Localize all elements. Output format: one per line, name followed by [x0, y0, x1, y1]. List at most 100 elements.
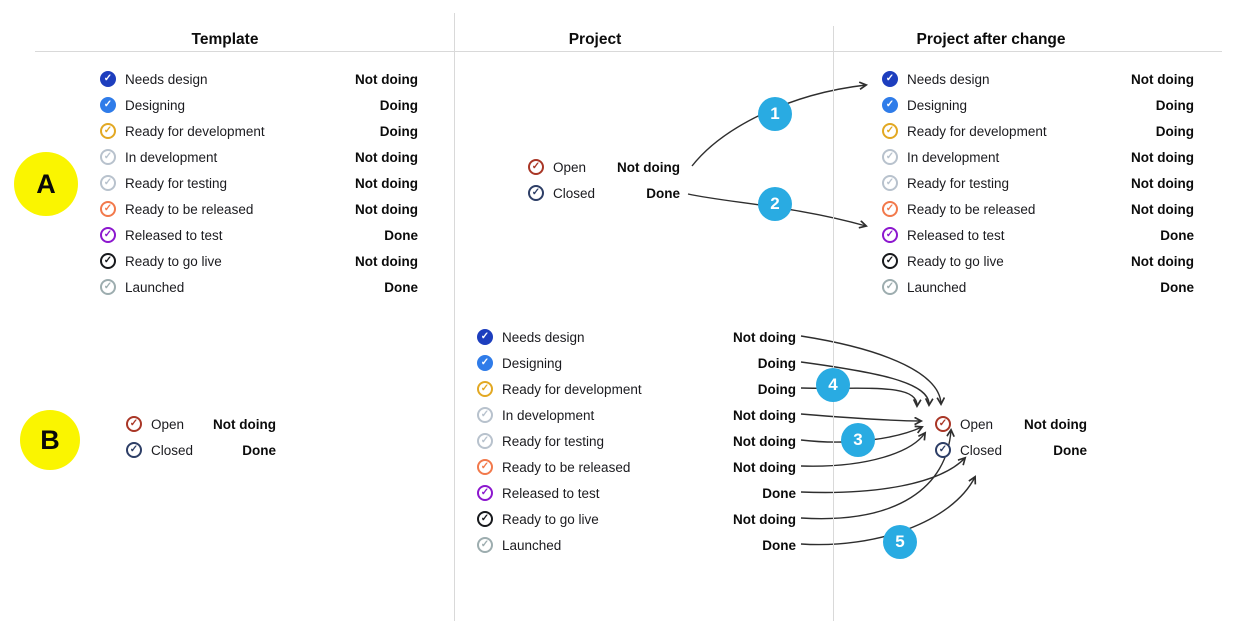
status-name: Needs design — [907, 71, 990, 87]
arrow-project-ready-to-be-released-to-after-open — [800, 433, 925, 467]
status-category: Not doing — [733, 511, 796, 527]
status-category: Not doing — [1131, 201, 1194, 217]
status-name: Needs design — [502, 329, 585, 345]
check-circle-icon: ✓ — [477, 459, 493, 475]
check-circle-icon: ✓ — [882, 97, 898, 113]
status-name: Ready to go live — [125, 253, 222, 269]
status-name: Closed — [960, 442, 1003, 458]
status-category: Done — [1160, 279, 1194, 295]
status-name: Ready for development — [502, 381, 642, 397]
status-name: Ready to be released — [502, 459, 631, 475]
status-name: Launched — [125, 279, 185, 295]
check-circle-icon: ✓ — [882, 149, 898, 165]
status-category: Done — [762, 485, 796, 501]
check-circle-icon: ✓ — [477, 537, 493, 553]
check-circle-icon: ✓ — [477, 355, 493, 371]
status-category: Not doing — [355, 71, 418, 87]
status-name: Ready for testing — [907, 175, 1010, 191]
status-category: Not doing — [1024, 416, 1087, 432]
status-name: Ready for development — [125, 123, 265, 139]
status-category: Not doing — [355, 201, 418, 217]
check-circle-icon: ✓ — [100, 175, 116, 191]
check-circle-icon: ✓ — [882, 123, 898, 139]
status-name: In development — [125, 149, 218, 165]
check-circle-icon: ✓ — [882, 71, 898, 87]
arrow-project-ready-to-go-live-to-after-open — [800, 430, 951, 520]
column-header-project: Project — [568, 31, 622, 48]
status-row: ✓ Closed Done — [126, 437, 276, 463]
column-header-project-after-change: Project after change — [916, 31, 1066, 48]
check-circle-icon: ✓ — [100, 71, 116, 87]
status-name: Released to test — [125, 227, 223, 243]
step-marker-1: 1 — [758, 97, 792, 131]
status-category: Not doing — [213, 416, 276, 432]
status-name: Ready for testing — [125, 175, 228, 191]
check-circle-icon: ✓ — [477, 511, 493, 527]
check-circle-icon: ✓ — [935, 416, 951, 432]
status-category: Not doing — [733, 433, 796, 449]
check-circle-icon: ✓ — [100, 279, 116, 295]
status-name: Open — [553, 159, 587, 175]
status-name: In development — [502, 407, 595, 423]
check-circle-icon: ✓ — [100, 123, 116, 139]
status-category: Not doing — [1131, 175, 1194, 191]
status-row: ✓ Ready for development Doing — [100, 118, 418, 144]
status-category: Done — [242, 442, 276, 458]
status-category: Doing — [379, 123, 418, 139]
arrow-project-released-to-test-to-after-closed — [800, 458, 965, 494]
check-circle-icon: ✓ — [477, 485, 493, 501]
status-name: Ready for development — [907, 123, 1047, 139]
status-category: Not doing — [733, 459, 796, 475]
status-category: Done — [646, 185, 680, 201]
status-name: Ready to be released — [907, 201, 1036, 217]
step-marker-5: 5 — [883, 525, 917, 559]
status-category: Doing — [757, 381, 796, 397]
column-header-template: Template — [191, 31, 259, 48]
check-circle-icon: ✓ — [100, 253, 116, 269]
status-name: Closed — [151, 442, 194, 458]
status-name: In development — [907, 149, 1000, 165]
status-category: Doing — [379, 97, 418, 113]
status-category: Not doing — [733, 407, 796, 423]
status-category: Not doing — [1131, 149, 1194, 165]
check-circle-icon: ✓ — [882, 279, 898, 295]
status-name: Launched — [502, 537, 562, 553]
check-circle-icon: ✓ — [126, 442, 142, 458]
status-category: Not doing — [355, 175, 418, 191]
check-circle-icon: ✓ — [100, 149, 116, 165]
check-circle-icon: ✓ — [528, 185, 544, 201]
step-marker-4: 4 — [816, 368, 850, 402]
check-circle-icon: ✓ — [528, 159, 544, 175]
status-row: ✓ Ready for testing Not doing — [100, 170, 418, 196]
arrow-project-in-development-to-after-open — [800, 413, 921, 421]
check-circle-icon: ✓ — [477, 433, 493, 449]
arrow-project-needs-design-to-after-open — [800, 335, 941, 404]
